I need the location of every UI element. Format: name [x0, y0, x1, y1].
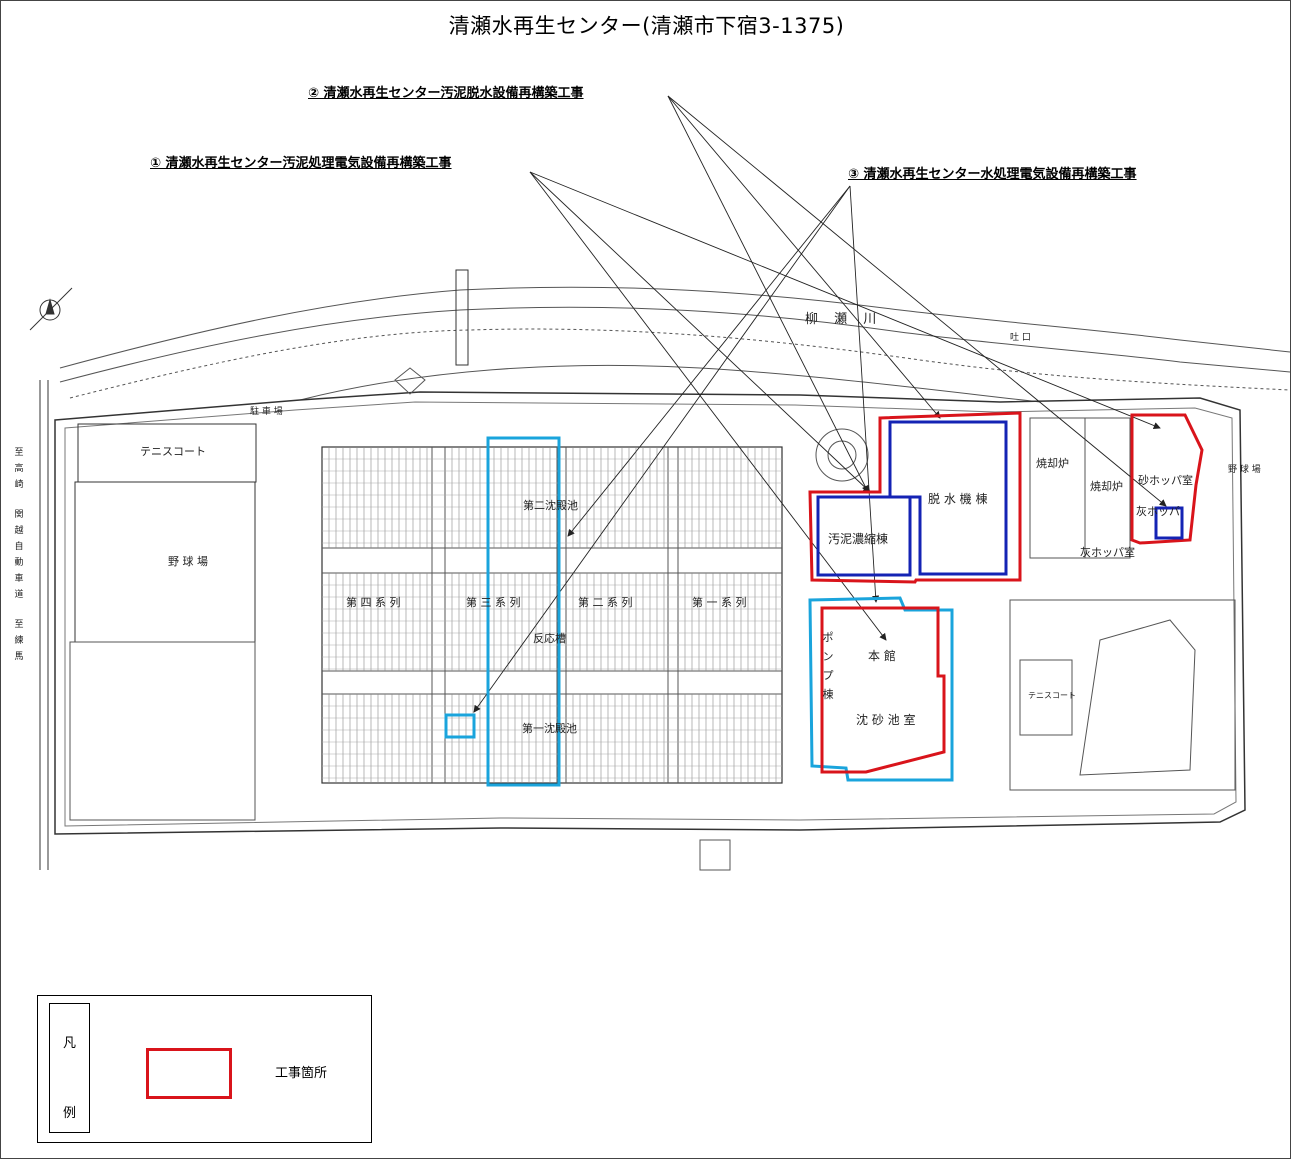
- construction-areas: [808, 411, 1204, 774]
- incinerator1-label: 焼却炉: [1036, 457, 1069, 470]
- baseball-label: 野 球 場: [168, 555, 208, 568]
- tennis-court-west-label: テニスコート: [140, 445, 206, 458]
- series4-label: 第 四 系 列: [346, 596, 401, 609]
- river-bank-north: [59, 286, 1291, 369]
- legend: 凡 例 工事箇所: [37, 995, 372, 1143]
- incinerator2-label: 焼却炉: [1090, 480, 1123, 493]
- legend-heading-bottom: 例: [62, 1106, 76, 1121]
- reaction-tank-label: 反応槽: [533, 632, 566, 645]
- field-label: 野 球 場: [1228, 465, 1261, 475]
- series2-label: 第 二 系 列: [578, 596, 633, 609]
- parking-label: 駐 車 場: [250, 407, 283, 417]
- project-2-label: ② 清瀬水再生センター汚泥脱水設備再構築工事: [308, 86, 584, 101]
- grit-chamber-label: 沈 砂 池 室: [856, 713, 916, 727]
- ash-hopper-label: 灰ホッパ: [1136, 505, 1180, 518]
- north-arrow-icon: [29, 287, 73, 331]
- project-1-label: ① 清瀬水再生センター汚泥処理電気設備再構築工事: [150, 156, 452, 171]
- outfall-label: 吐 口: [1010, 333, 1031, 343]
- river-bank-south: [59, 306, 1291, 383]
- series3-label: 第 三 系 列: [466, 596, 521, 609]
- legend-heading-top: 凡: [62, 1036, 76, 1051]
- ash-hopper-room-label: 灰ホッパ室: [1080, 546, 1135, 559]
- dewatering-label: 脱 水 機 棟: [928, 492, 988, 506]
- river-label: 柳 瀬 川: [805, 312, 883, 327]
- sand-hopper-label: 砂ホッパ室: [1138, 474, 1193, 487]
- tennis-court-east-label: テニスコート: [1028, 691, 1076, 700]
- site-boundary: [54, 391, 1246, 835]
- baseball-field: [74, 481, 256, 643]
- second-settling-label: 第二沈殿池: [523, 499, 578, 512]
- project-3-label: ③ 清瀬水再生センター水処理電気設備再構築工事: [848, 167, 1137, 182]
- legend-item-label: 工事箇所: [275, 1066, 328, 1081]
- pump-building-label: ポ ン プ 棟: [822, 631, 834, 701]
- legend-heading-box: 凡 例: [49, 1003, 90, 1133]
- road-label: 至 高 崎関 越 自 動 車 道至 練 馬: [14, 448, 24, 662]
- series1-label: 第 一 系 列: [692, 596, 747, 609]
- treatment-block: [321, 446, 783, 784]
- sludge-thickening-label: 汚泥濃縮棟: [828, 532, 889, 546]
- round-tank: [815, 428, 869, 482]
- map-title: 清瀬水再生センター(清瀬市下宿3-1375): [448, 14, 845, 38]
- first-settling-label: 第一沈殿池: [522, 722, 577, 735]
- legend-red-swatch: [146, 1048, 232, 1099]
- tennis-court-east: [1019, 659, 1073, 736]
- project-2-areas: [816, 420, 1184, 577]
- main-building-label: 本 館: [868, 649, 896, 663]
